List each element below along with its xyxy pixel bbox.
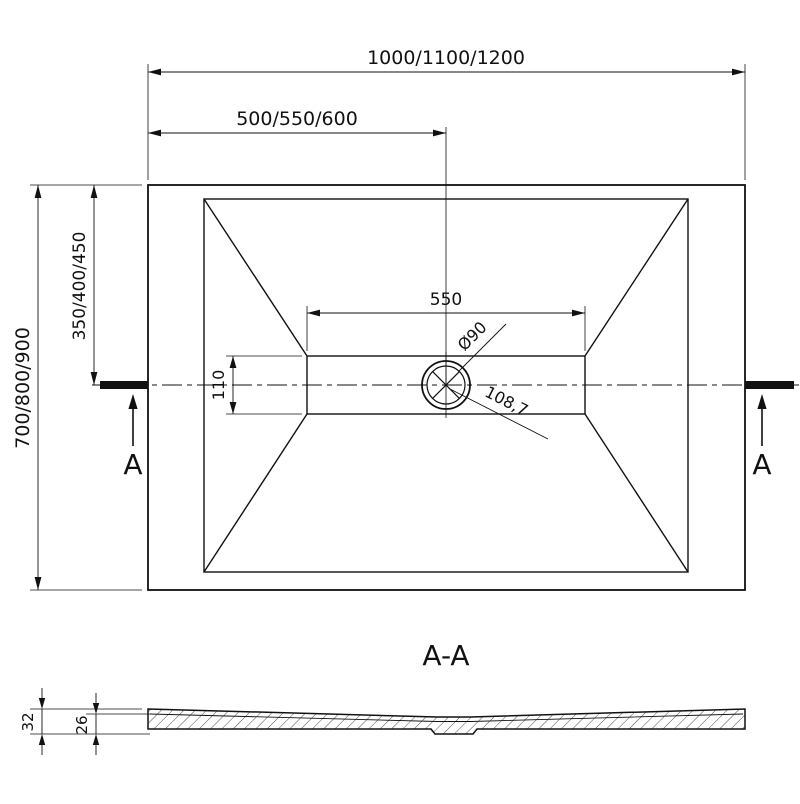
slope-edge-top-left [203,198,308,357]
section-marker-label-left: A [123,448,142,481]
slope-edge-bottom-left [203,413,308,573]
slope-edge-top-right [584,198,689,357]
section-view: A-A 32 [19,639,746,755]
tray-outline [147,184,746,591]
dim-drain-from-left: 500/550/600 [148,108,447,383]
dim-edge-thickness-label: 26 [73,715,91,734]
dimensions: 1000/1100/1200 500/550/600 700/800/900 [12,47,746,591]
tray-outer-edge [147,184,746,591]
slope-edge-bottom-right [584,413,689,573]
section-dimensions: 32 26 [19,688,150,755]
top-view: A A 1000/1100/1200 500/550/600 [12,47,799,591]
dim-drain-from-top: 350/400/450 [70,185,98,385]
dim-drain-from-left-label: 500/550/600 [236,108,358,130]
dim-overall-depth-label: 700/800/900 [12,327,34,449]
section-profile-surface-line [149,713,744,722]
section-profile [147,708,746,735]
drain-cross-line [432,371,460,399]
dim-overall-width: 1000/1100/1200 [147,47,746,180]
dim-drain-from-top-label: 350/400/450 [70,232,90,341]
dim-overall-depth: 700/800/900 [12,184,142,591]
dim-flat-depth-label: 110 [209,370,228,401]
section-arrow-left [128,394,138,446]
dim-overall-width-label: 1000/1100/1200 [367,47,525,69]
dim-drain-diameter-label: Ø90 [454,318,491,355]
dim-total-thickness: 32 [19,688,150,755]
dim-edge-thickness: 26 [73,693,150,755]
section-arrow-right [757,394,767,446]
dim-flat-width-label: 550 [430,290,462,310]
dim-flat-width: 550 [306,290,586,351]
dim-drain-diameter: Ø90 [454,318,507,372]
section-title: A-A [422,639,469,672]
section-cut-markers: A A [100,381,794,481]
dim-total-thickness-label: 32 [19,712,37,731]
dim-flat-depth: 110 [209,355,302,415]
section-marker-label-right: A [752,448,771,481]
